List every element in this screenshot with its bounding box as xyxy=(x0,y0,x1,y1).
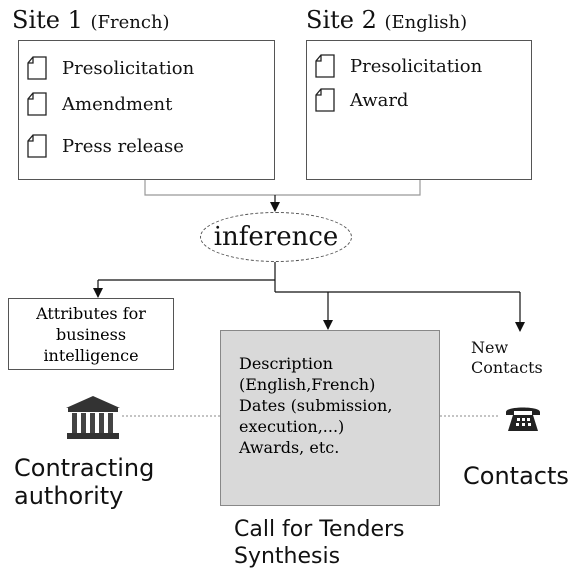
contacts-label: Contacts xyxy=(463,462,569,490)
synthesis-line: (English,French) xyxy=(239,375,376,394)
site2-box xyxy=(306,40,532,180)
site1-doc-label: Presolicitation xyxy=(62,57,195,79)
attributes-line: business xyxy=(55,325,127,344)
inference-label: inference xyxy=(213,222,339,252)
attributes-line: intelligence xyxy=(43,346,139,365)
contracting-authority-line: Contracting xyxy=(14,454,155,482)
site2-doc-label: Presolicitation xyxy=(350,55,483,77)
site1-title: Site 1 (French) xyxy=(12,6,170,34)
document-icon xyxy=(27,56,47,80)
site1-doc-amendment: Amendment xyxy=(26,92,172,116)
site1-doc-presolicitation: Presolicitation xyxy=(26,56,194,80)
synthesis-box: Description (English,French) Dates (subm… xyxy=(220,330,440,506)
building-columns-icon xyxy=(66,396,120,439)
telephone-icon xyxy=(506,407,540,431)
new-contacts-label: New Contacts xyxy=(471,338,543,378)
contracting-authority-label: Contracting authority xyxy=(14,454,154,510)
attributes-line: Attributes for xyxy=(36,304,146,323)
synthesis-line: Dates (submission, xyxy=(239,396,393,415)
attributes-box: Attributes for business intelligence xyxy=(8,298,174,370)
document-icon xyxy=(315,54,335,78)
site2-doc-presolicitation: Presolicitation xyxy=(314,54,482,78)
site2-title-text: Site 2 xyxy=(306,6,377,34)
site2-title: Site 2 (English) xyxy=(306,6,467,34)
document-icon xyxy=(27,134,47,158)
new-contacts-line: New xyxy=(471,338,509,357)
synthesis-caption: Call for Tenders Synthesis xyxy=(234,516,405,570)
inference-node: inference xyxy=(200,212,352,262)
synthesis-line: Description xyxy=(239,354,333,373)
site1-lang: (French) xyxy=(90,12,170,33)
synthesis-caption-line: Call for Tenders xyxy=(234,517,405,542)
site2-lang: (English) xyxy=(384,12,468,33)
site1-title-text: Site 1 xyxy=(12,6,83,34)
document-icon xyxy=(315,88,335,112)
contracting-authority-line: authority xyxy=(14,482,124,510)
site2-doc-label: Award xyxy=(350,89,409,111)
new-contacts-line: Contacts xyxy=(471,358,543,377)
synthesis-line: execution,...) xyxy=(239,417,345,436)
site1-doc-label: Amendment xyxy=(62,93,173,115)
site2-doc-award: Award xyxy=(314,88,408,112)
site-merge-line xyxy=(144,180,421,196)
site1-doc-label: Press release xyxy=(62,135,184,157)
document-icon xyxy=(27,92,47,116)
synthesis-line: Awards, etc. xyxy=(239,438,340,457)
synthesis-caption-line: Synthesis xyxy=(234,544,341,569)
site1-box xyxy=(18,40,275,180)
site1-doc-press-release: Press release xyxy=(26,134,184,158)
